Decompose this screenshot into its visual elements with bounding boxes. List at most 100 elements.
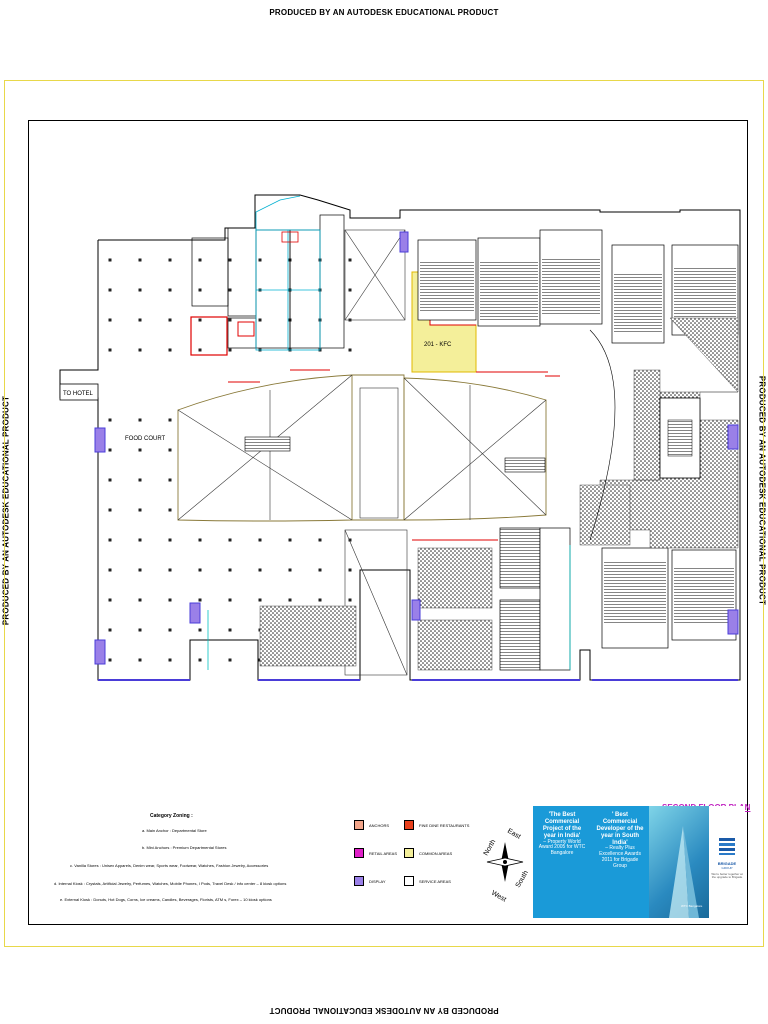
award-headline: 'The Best Commercial Project of the year… [542,812,582,839]
legend-swatch [404,848,414,858]
zoning-item: b. Mini Anchors : Premium Departmental S… [142,845,227,850]
structural-column [138,628,142,632]
structural-column [168,628,172,632]
structural-column [138,658,142,662]
kfc-label: 201 - KFC [424,342,452,348]
legend-retail: RETAIL AREAS [354,848,397,858]
structural-column [108,258,112,262]
structural-column [198,318,202,322]
structural-column [198,658,202,662]
structural-column [198,288,202,292]
legend-swatch [354,848,364,858]
structural-column [318,538,322,542]
structural-column [198,538,202,542]
zoning-item: d. Internal Kiosk : Crystals, Artificial… [54,881,287,886]
display-walls [94,231,739,665]
drawing-frame [28,120,748,925]
structural-column [258,538,262,542]
award-card-1: 'The Best Commercial Project of the year… [533,806,591,918]
compass-west: West [490,890,507,904]
brigade-logo: BRIGADE GROUP We're better together at t… [709,806,745,918]
structural-column [198,568,202,572]
structural-column [168,258,172,262]
structural-column [258,598,262,602]
structural-column [258,318,262,322]
structural-column [168,318,172,322]
structural-column [318,598,322,602]
structural-column [168,508,172,512]
award-sub: – Realty Plus Excellence Awards 2011 for… [599,845,641,869]
award-headline: ' Best Commercial Developer of the year … [596,812,644,846]
structural-column [108,448,112,452]
structural-column [138,418,142,422]
legend-common: COMMON AREAS [404,848,452,858]
zoning-item: e. External Kiosk : Donuts, Hot Dogs, Co… [60,897,272,902]
legend-swatch [354,820,364,830]
structural-column [258,258,262,262]
legend-service: SERVICE AREAS [404,876,451,886]
wtc-tower-image: WTC Bangalore [649,806,709,918]
structural-column [228,288,232,292]
structural-column [228,598,232,602]
structural-column [138,258,142,262]
structural-column [348,288,352,292]
structural-column [228,538,232,542]
structural-column [138,348,142,352]
legend-anchors: ANCHORS [354,820,389,830]
structural-column [168,418,172,422]
legend-swatch [404,820,414,830]
structural-column [318,568,322,572]
structural-column [348,348,352,352]
structural-column [108,318,112,322]
structural-column [108,418,112,422]
structural-column [198,598,202,602]
brand-name: BRIGADE [717,861,737,866]
structural-column [288,598,292,602]
structural-column [108,658,112,662]
zoning-item: c. Vanilla Stores : Unisex Apparels, Den… [70,863,269,868]
structural-column [168,478,172,482]
atrium-void [177,374,547,522]
structural-column [228,318,232,322]
structural-column [138,538,142,542]
hotel-label: TO HOTEL [63,391,94,397]
structural-column [228,568,232,572]
structural-column [138,478,142,482]
compass-south: South [515,870,530,889]
brigade-logo-icon [719,838,735,855]
structural-column [348,258,352,262]
food-court-columns [108,258,352,662]
structural-column [168,568,172,572]
structural-column [108,508,112,512]
structural-column [138,508,142,512]
structural-column [138,598,142,602]
brand-group: GROUP [721,866,733,870]
legend-display: DISPLAY [354,876,386,886]
wtc-caption: WTC Bangalore [681,904,703,908]
structural-column [228,658,232,662]
structural-column [348,598,352,602]
zoning-title: Category Zoning : [150,813,193,819]
drawing-sheet-border [4,80,764,947]
structural-column [228,258,232,262]
brand-tagline: We're better together at the upgrade to … [711,872,743,880]
structural-column [228,628,232,632]
structural-column [168,288,172,292]
compass-north: North [483,839,498,857]
structural-column [288,568,292,572]
award-card-2: ' Best Commercial Developer of the year … [591,806,649,918]
legend-fine-dine: FINE DINE RESTAURANTS [404,820,469,830]
award-sub: – Property World Award 2005 for WTC Bang… [538,838,586,857]
structural-column [138,288,142,292]
watermark-top: PRODUCED BY AN AUTODESK EDUCATIONAL PROD… [269,8,499,17]
structural-column [258,568,262,572]
compass-east: East [506,828,522,841]
food-court-label: FOOD COURT [125,436,166,442]
structural-column [348,568,352,572]
structural-column [168,658,172,662]
structural-column [108,568,112,572]
structural-column [228,348,232,352]
structural-column [348,538,352,542]
structural-column [198,348,202,352]
